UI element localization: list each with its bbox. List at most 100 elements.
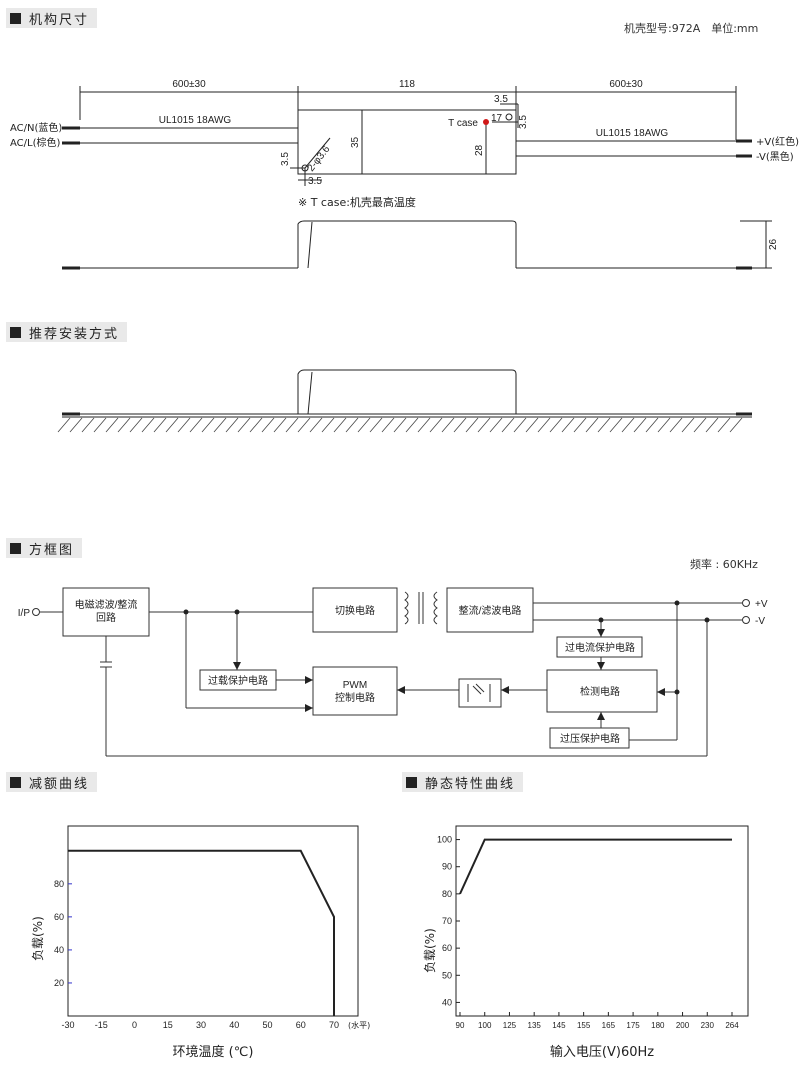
ip-label: I/P [18,608,31,619]
ground-hatch [453,417,467,433]
square-bullet-icon [406,776,417,788]
emi-filter-block-line2: 回路 [96,611,116,624]
ground-hatch [57,417,71,433]
olp-block: 过载保护电路 [208,674,268,687]
ground-hatch [609,417,623,433]
ovp-block: 过压保护电路 [560,732,620,745]
y-tick-label: 80 [442,889,452,899]
y-tick-label: 60 [442,943,452,953]
dim-17: 17 [491,113,503,124]
dim-26: 26 [768,238,779,250]
input-terminal-icon [32,608,40,616]
dim-28: 28 [474,144,485,156]
x-unit-note: (水平) [348,1020,370,1030]
square-bullet-icon [10,542,21,554]
vpos-label: +V(红色) [756,135,799,148]
y-tick-label: 90 [442,862,452,872]
x-tick-label: 145 [552,1021,566,1030]
ground-hatch [465,417,479,433]
y-tick-label: 50 [442,970,452,980]
x-tick-label: 40 [229,1020,239,1030]
ground-hatch [285,417,299,433]
static-series-line [459,838,732,895]
ground-hatch [669,417,683,433]
ground-hatch [573,417,587,433]
ground-hatch [429,417,443,433]
x-tick-label: 90 [456,1021,465,1030]
ground-hatch [81,417,95,433]
x-tick-label: 30 [196,1020,206,1030]
ground-hatch [477,417,491,433]
dim-3-5-top: 3.5 [494,94,508,105]
ground-hatch [717,417,731,433]
y-tick-label: 70 [442,916,452,926]
ground-hatch [273,417,287,433]
ground-hatch [93,417,107,433]
pwm-block: PWM [343,680,367,691]
ground-hatch [693,417,707,433]
square-bullet-icon [10,776,21,788]
static-ylabel: 负载(%) [423,928,437,973]
ground-hatch [537,417,551,433]
acn-label: AC/N(蓝色) [10,121,62,134]
output-pos-terminal-icon [742,599,750,607]
ground-hatch [621,417,635,433]
output-neg-label: -V [755,616,765,627]
y-tick-label: 80 [54,879,64,889]
y-tick-label: 60 [54,912,64,922]
wire-label-right: UL1015 18AWG [596,128,669,139]
ground-hatch [633,417,647,433]
ground-hatch [369,417,383,433]
switching-block: 切换电路 [335,604,375,617]
dim-3-5-right: 3.5 [518,115,529,129]
ground-hatch [501,417,515,433]
tcase-note: ※ T case:机壳最高温度 [298,195,416,209]
section-header-block-diagram: 方框图 [6,538,83,558]
ocp-block: 过电流保护电路 [565,641,635,654]
static-plot-frame [455,825,749,1017]
ground-hatch [201,417,215,433]
pwm-block-line2: 控制电路 [335,691,375,704]
square-bullet-icon [10,12,21,24]
ground-hatch [441,417,455,433]
ground-hatch [225,417,239,433]
ground-hatch [261,417,275,433]
ground-hatch [525,417,539,433]
output-pos-label: +V [755,599,768,610]
x-tick-label: 100 [478,1021,492,1030]
ground-hatch [321,417,335,433]
section-header-static: 静态特性曲线 [402,772,524,792]
section-header-dimensions: 机构尺寸 [6,8,98,28]
ground-hatch [657,417,671,433]
rectifier-block: 整流/滤波电路 [459,604,522,617]
tcase-label: T case [448,118,478,129]
y-tick-label: 20 [54,978,64,988]
ground-hatch [645,417,659,433]
ground-hatch [585,417,599,433]
x-tick-label: 230 [701,1021,715,1030]
detection-block: 检测电路 [580,685,620,698]
derating-plot-frame [67,825,359,1017]
y-tick-label: 40 [442,997,452,1007]
ground-hatch [141,417,155,433]
ground-hatch [237,417,251,433]
dim-body-length: 118 [399,79,415,90]
ground-hatch [177,417,191,433]
x-tick-label: -30 [61,1020,74,1030]
vneg-label: -V(黑色) [756,150,794,163]
static-xlabel: 输入电压(V)60Hz [550,1044,654,1060]
ground-hatch [153,417,167,433]
ground-hatch [345,417,359,433]
ground-hatch [297,417,311,433]
x-tick-label: 264 [725,1021,739,1030]
ground-hatch [705,417,719,433]
ground-hatch [69,417,83,433]
x-tick-label: 15 [163,1020,173,1030]
dim-left-length: 600±30 [172,79,206,90]
ground-hatch [393,417,407,433]
ground-hatch [405,417,419,433]
